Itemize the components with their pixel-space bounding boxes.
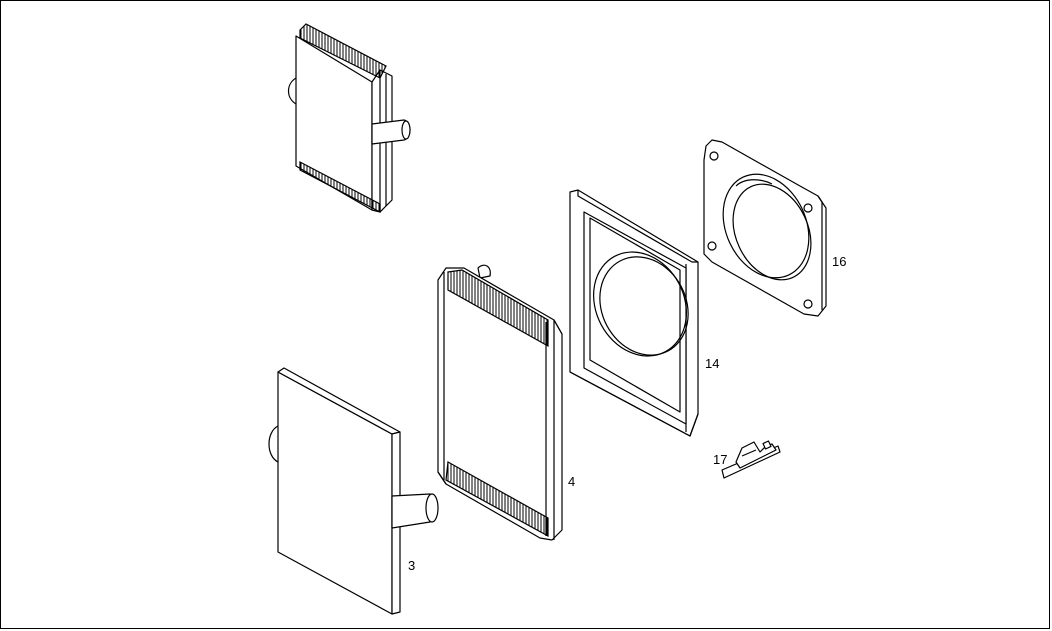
part-3-cover [268, 367, 439, 615]
callout-4: 4 [568, 474, 575, 489]
callout-14: 14 [705, 356, 719, 371]
radiator-assembly-overview [287, 23, 411, 213]
part-16-flange-gasket [703, 139, 827, 317]
part-17-bracket [721, 440, 781, 479]
callout-3: 3 [408, 558, 415, 573]
part-4-radiator-core [437, 264, 563, 541]
part-14-fan-shroud [569, 189, 699, 437]
callout-16: 16 [832, 254, 846, 269]
callout-17: 17 [713, 452, 727, 467]
